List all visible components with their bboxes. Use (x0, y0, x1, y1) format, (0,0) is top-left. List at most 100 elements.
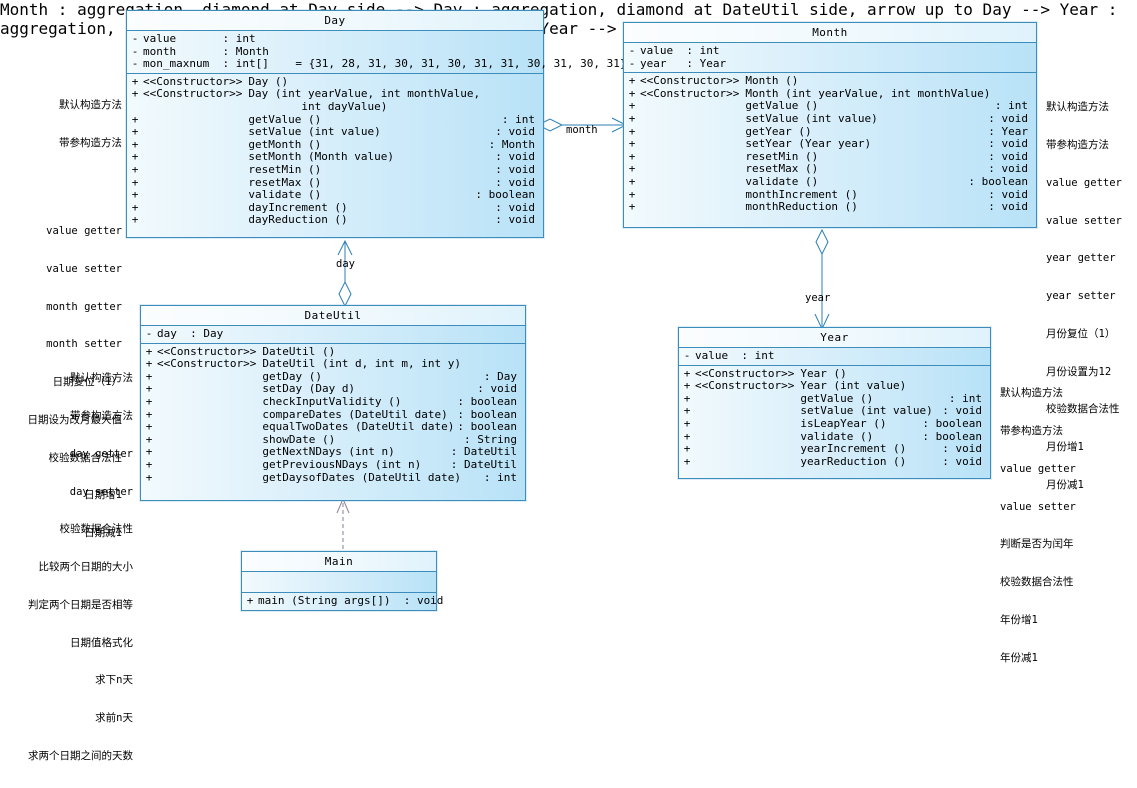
operation-row: + <<Constructor>> Day () (127, 75, 543, 89)
note-line: 默认构造方法 (59, 99, 122, 112)
operation-signature: main (String args[]) : void (258, 594, 444, 607)
visibility-marker: + (145, 470, 153, 484)
visibility-marker: + (628, 74, 636, 88)
visibility-marker: + (628, 149, 636, 163)
operation-signature: setMonth (Month value) (248, 150, 395, 164)
return-type: DateUtil (451, 446, 525, 459)
class-operations-main: + main (String args[]) : void (242, 593, 444, 611)
operation-row: + setMonth (Month value) void (127, 151, 543, 164)
visibility-marker: - (628, 56, 636, 70)
operation-signature: setValue (int value) (745, 111, 878, 125)
visibility-marker: + (145, 407, 153, 421)
return-type: boolean (457, 408, 525, 422)
note-line: 带参构造方法 (59, 136, 122, 149)
return-type: void (988, 112, 1036, 126)
visibility-marker: + (628, 111, 636, 125)
class-operations-dateutil: + <<Constructor>> DateUtil () + <<Constr… (141, 344, 525, 488)
note-line: 年份增1 (1000, 613, 1038, 626)
operation-row: + resetMin () void (624, 149, 1036, 164)
operation-row: + <<Constructor>> Day (int yearValue, in… (127, 88, 543, 101)
attribute-row: - year : Year (624, 56, 1036, 71)
stereotype-spacer (143, 164, 242, 177)
visibility-marker: + (628, 174, 636, 188)
edge-month-to-year (814, 228, 830, 331)
attribute-signature: value : int (695, 349, 775, 362)
return-type: void (495, 201, 543, 215)
note-line: 日期复位（1） (52, 376, 122, 389)
note-line (0, 175, 122, 200)
note-line: 求前n天 (95, 712, 133, 725)
class-box-year[interactable]: Year - value : int + <<Constructor>> Yea… (678, 327, 991, 479)
operation-row: + <<Constructor>> Year (int value) (679, 380, 990, 393)
note-line: 求两个日期之间的天数 (28, 750, 133, 762)
return-type: void (942, 455, 990, 469)
operation-signature: Day (int yearValue, int monthValue, (248, 87, 481, 101)
edge-label-month: month (566, 124, 598, 136)
operation-signature: monthReduction () (745, 200, 858, 214)
operation-signature: showDate () (262, 432, 336, 446)
class-box-month[interactable]: Month - value : int - year : Year + <<Co… (623, 22, 1037, 228)
visibility-marker: + (131, 162, 139, 176)
operation-signature: resetMax () (745, 162, 819, 176)
visibility-marker: + (131, 188, 139, 202)
return-type: void (942, 405, 990, 418)
operation-row: + resetMax () void (127, 176, 543, 190)
operation-signature: compareDates (DateUtil date) (262, 407, 448, 421)
class-box-main[interactable]: Main + main (String args[]) : void (241, 551, 444, 611)
visibility-marker: + (628, 162, 636, 176)
visibility-marker: + (145, 394, 153, 408)
operation-signature: DateUtil (int d, int m, int y) (262, 357, 462, 371)
stereotype: <<Constructor>> (157, 357, 257, 371)
visibility-marker: + (131, 150, 139, 164)
visibility-marker: + (628, 86, 636, 100)
return-type: DateUtil (451, 458, 525, 472)
note-line: day setter (69, 485, 133, 498)
return-type: void (988, 201, 1036, 214)
note-line: month getter (46, 300, 122, 313)
note-day: 默认构造方法 带参构造方法 value getter value setter … (0, 74, 123, 565)
operation-row: + getNextNDays (int n) DateUtil (141, 446, 525, 459)
return-type: int (995, 100, 1036, 113)
note-line: 校验数据合法性 (1000, 576, 1074, 589)
note-line: 日期值格式化 (70, 636, 133, 649)
operation-signature: DateUtil () (262, 344, 336, 358)
operation-row: + yearIncrement () void (679, 443, 990, 456)
stereotype: <<Constructor>> (640, 74, 740, 88)
note-line: 月份复位（1） (1046, 327, 1116, 340)
uml-diagram-canvas: Month : aggregation, diamond at Day side… (0, 0, 1137, 614)
visibility-marker: + (628, 137, 636, 151)
operation-row: + equalTwoDates (DateUtil date) boolean (141, 421, 525, 434)
note-line: value setter (1000, 500, 1076, 513)
visibility-marker: + (145, 432, 153, 446)
operation-row: + setValue (int value) void (127, 126, 543, 139)
return-type: void (495, 151, 543, 164)
visibility-marker: + (683, 379, 691, 393)
note-line: 校验数据合法性 (1046, 403, 1120, 416)
operation-row: + getValue () int (624, 100, 1036, 113)
class-box-dateutil[interactable]: DateUtil - day : Day + <<Constructor>> D… (140, 305, 526, 501)
attribute-signature: value : int (143, 32, 256, 45)
return-type: void (942, 443, 990, 456)
operation-signature: getValue () (745, 99, 819, 113)
visibility-marker: + (628, 99, 636, 113)
attribute-signature: year : Year (640, 56, 727, 70)
edge-label-day: day (336, 258, 355, 270)
operation-row: + showDate () String (141, 432, 525, 447)
visibility-marker: + (145, 344, 153, 358)
operation-signature: int dayValue) (248, 99, 388, 113)
stereotype: <<Constructor>> (695, 379, 795, 393)
operation-row: + setValue (int value) void (679, 405, 990, 418)
return-type: int (484, 471, 525, 485)
operation-signature: yearIncrement () (800, 442, 907, 456)
visibility-marker: + (683, 454, 691, 468)
operation-row: + monthReduction () void (624, 201, 1036, 214)
operation-row: + getPreviousNDays (int n) DateUtil (141, 458, 525, 472)
return-type: int (949, 392, 990, 406)
note-line: 比较两个日期的大小 (38, 561, 134, 574)
note-line: 带参构造方法 (1000, 424, 1063, 437)
attribute-row: - day : Day (141, 327, 525, 341)
class-box-day[interactable]: Day - value : int - month : Month - mon_… (126, 10, 626, 238)
return-type: boolean (968, 175, 1036, 189)
return-type: String (464, 433, 525, 447)
visibility-marker: + (683, 429, 691, 443)
